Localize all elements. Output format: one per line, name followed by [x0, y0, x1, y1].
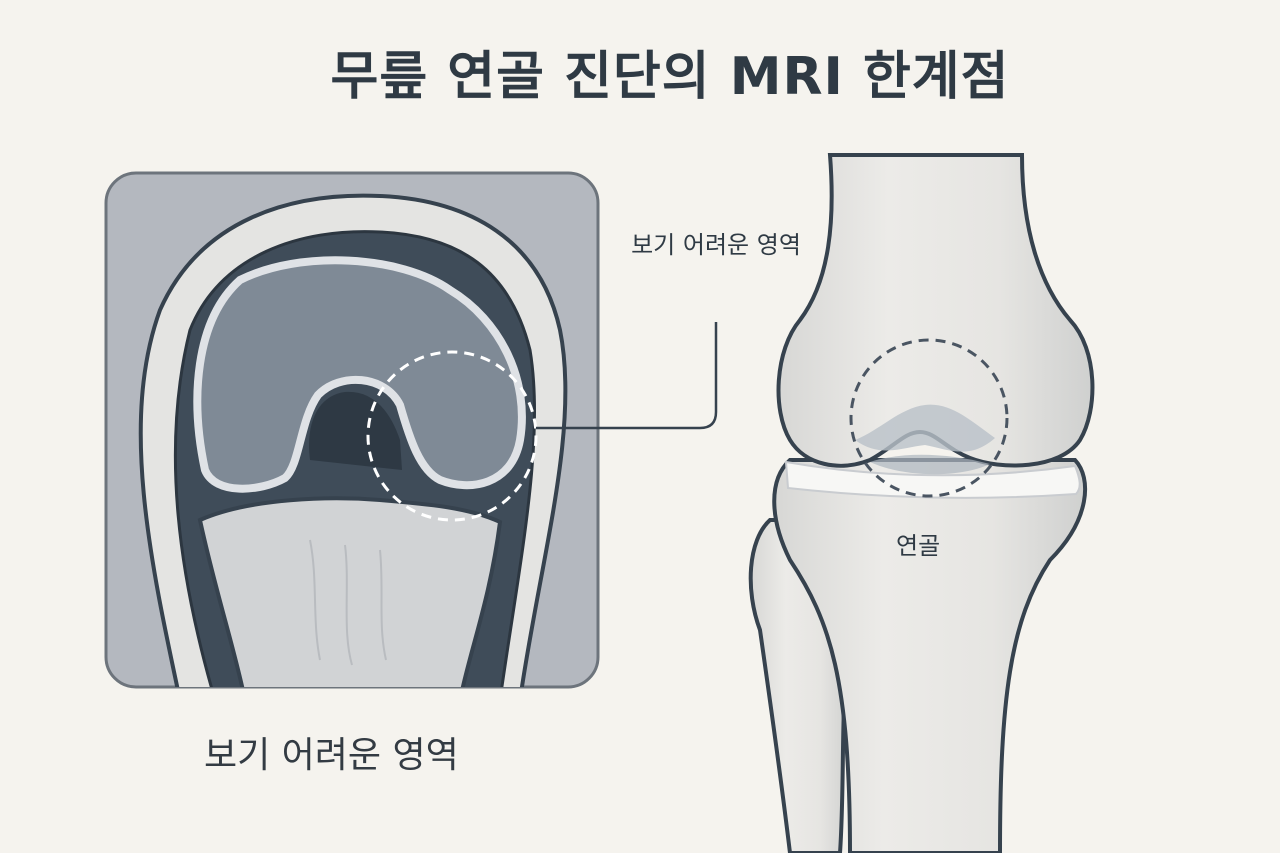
- diagram-title: 무릎 연골 진단의 MRI 한계점: [330, 47, 1010, 107]
- mri-panel: [104, 171, 600, 689]
- mri-tibia: [197, 496, 503, 687]
- knee-illustration: [748, 153, 1095, 853]
- femur-cartilage-shade: [855, 404, 995, 452]
- mri-intercondylar-notch: [309, 391, 402, 470]
- callout-label-hard-to-see: 보기 어려운 영역: [631, 231, 801, 259]
- cartilage-label: 연골: [896, 532, 941, 560]
- mri-hard-to-see-circle: [366, 350, 538, 522]
- mri-tibia-texture: [309, 539, 387, 666]
- callout-leader-line: [536, 322, 718, 430]
- mri-femur: [193, 256, 526, 493]
- mri-caption-hard-to-see: 보기 어려운 영역: [204, 735, 459, 776]
- knee-cartilage-circle: [849, 338, 1009, 498]
- tibia-plateau-shade: [870, 454, 990, 475]
- joint-cartilage: [784, 460, 1081, 499]
